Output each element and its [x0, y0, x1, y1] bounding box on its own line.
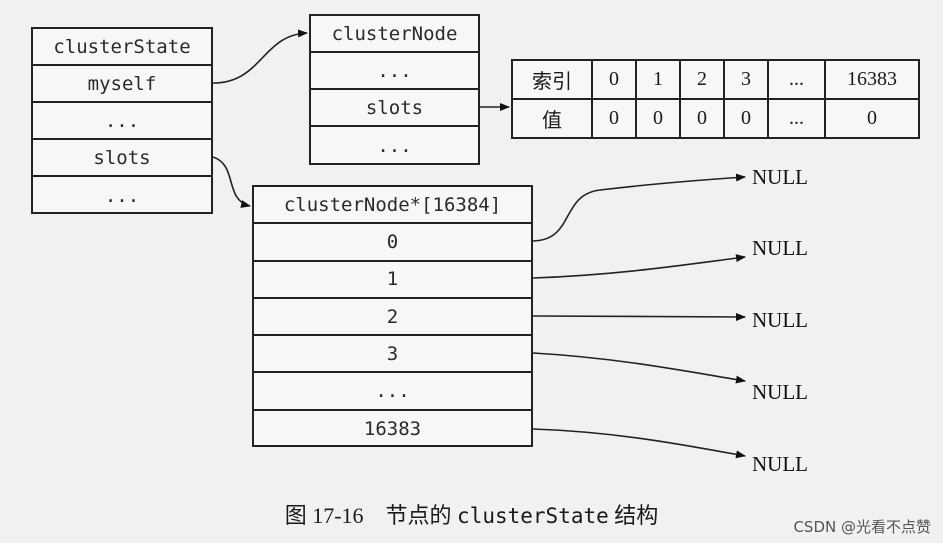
- value-cell: 0: [723, 98, 769, 139]
- pointer-array-slot: ...: [254, 373, 531, 411]
- value-cell: 0: [679, 98, 725, 139]
- cluster-node-pointer-array: clusterNode*[16384] 0 1 2 3 ... 16383: [252, 185, 533, 447]
- cluster-node-ellipsis-1: ...: [311, 53, 478, 90]
- arrow-slot2-null: [532, 312, 746, 321]
- caption-prefix: 图 17-16 节点的: [284, 503, 458, 528]
- cluster-node-ellipsis-2: ...: [377, 134, 412, 157]
- figure-caption: 图 17-16 节点的 clusterState 结构: [0, 498, 943, 530]
- null-label: NULL: [752, 165, 808, 189]
- index-cell: 2: [679, 59, 725, 100]
- caption-suffix: 结构: [608, 503, 659, 528]
- pointer-array-slot: 3: [254, 336, 531, 374]
- pointer-array-title: clusterNode*[16384]: [254, 187, 531, 225]
- cluster-node-struct: clusterNode ... slots ...: [309, 14, 480, 165]
- index-cell: 1: [635, 59, 681, 100]
- cluster-state-title: clusterState: [33, 29, 211, 66]
- value-cell: 0: [635, 98, 681, 139]
- slots-index-row: 索引 0 1 2 3 ... 16383: [511, 59, 920, 100]
- value-cell: 0: [824, 98, 920, 139]
- index-cell: 0: [591, 59, 637, 100]
- arrow-slots-to-array: [212, 156, 251, 208]
- index-cell: 3: [723, 59, 769, 100]
- value-cell: 0: [591, 98, 637, 139]
- slots-bitmap-table: 索引 0 1 2 3 ... 16383 值 0 0 0 0 ... 0: [511, 59, 920, 139]
- null-label: NULL: [752, 452, 808, 476]
- null-label: NULL: [752, 380, 808, 404]
- slots-value-row: 值 0 0 0 0 ... 0: [511, 98, 920, 139]
- value-cell: ...: [767, 98, 826, 139]
- cluster-node-slots: slots: [311, 90, 478, 127]
- arrow-slot3-null: [532, 352, 746, 384]
- cluster-state-struct: clusterState myself ... slots ...: [31, 27, 213, 214]
- index-cell: 16383: [824, 59, 920, 100]
- index-header: 索引: [511, 59, 593, 100]
- cluster-node-title: clusterNode: [311, 16, 478, 53]
- pointer-array-slot: 16383: [363, 418, 422, 441]
- pointer-array-slot: 1: [254, 262, 531, 299]
- arrow-slot1-null: [532, 254, 746, 279]
- value-header: 值: [511, 98, 593, 139]
- null-label: NULL: [752, 308, 808, 332]
- watermark: CSDN @光看不点赞: [793, 518, 931, 536]
- pointer-array-slot: 0: [254, 224, 531, 262]
- cluster-state-myself: myself: [33, 66, 211, 103]
- cluster-state-ellipsis-2: ...: [104, 184, 140, 207]
- caption-code: clusterState: [457, 504, 609, 528]
- arrow-myself-to-clusternode: [212, 29, 308, 84]
- null-label: NULL: [752, 236, 808, 260]
- pointer-array-slot: 2: [254, 299, 531, 337]
- arrow-slot16383-null: [532, 428, 746, 459]
- cluster-state-ellipsis-1: ...: [33, 103, 211, 140]
- cluster-state-slots: slots: [33, 140, 211, 177]
- index-cell: ...: [767, 59, 826, 100]
- arrow-slot0-null: [532, 173, 746, 242]
